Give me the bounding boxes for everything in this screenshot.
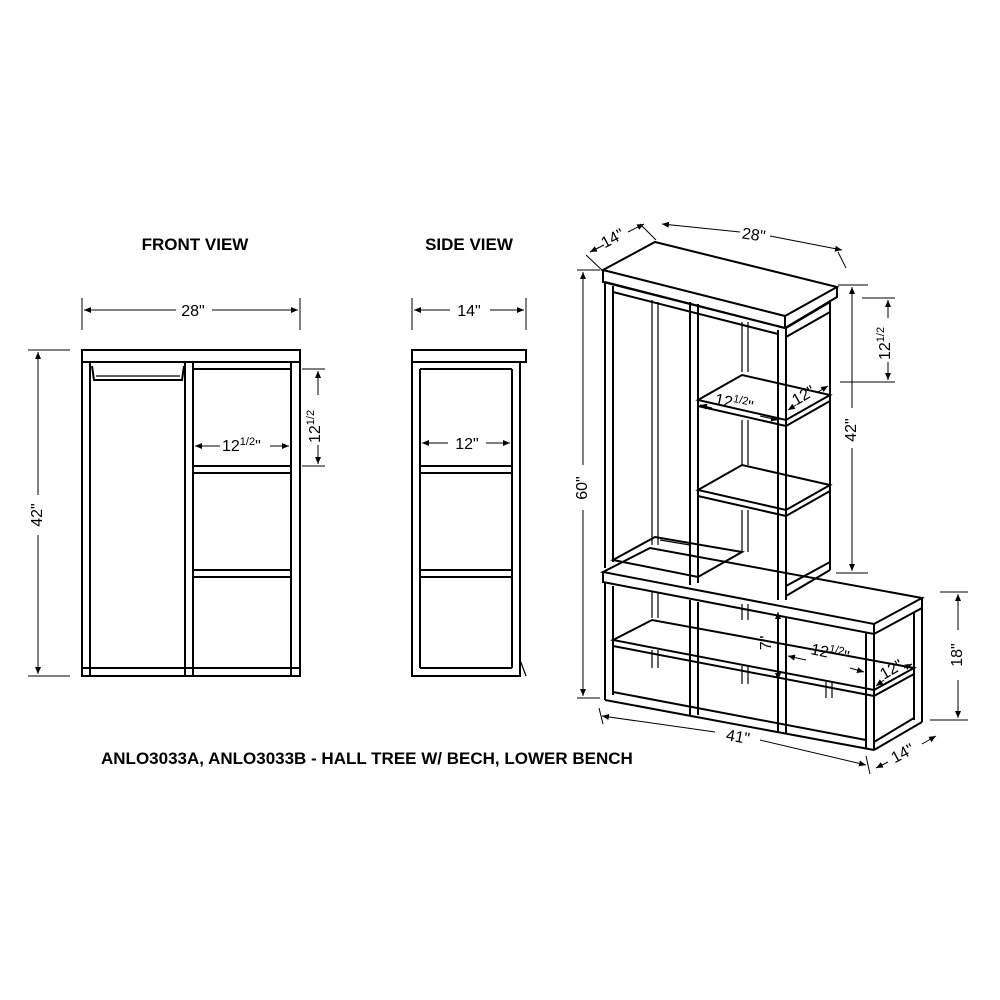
front-height-label: 42": [29, 503, 46, 526]
iso-bench-height-dimension: 18": [930, 591, 968, 721]
side-width-label: 14": [457, 303, 480, 320]
iso-upper-height-label: 42": [843, 418, 860, 441]
front-shelf-width-label: 121/2": [222, 436, 261, 455]
iso-top-width-dimension: 28": [661, 221, 847, 269]
hanging-rail: [91, 365, 185, 381]
iso-bench-width-dimension: 41": [598, 707, 871, 775]
iso-bench-width-label: 41": [725, 727, 751, 748]
iso-total-height-dimension: 60": [574, 269, 600, 699]
iso-upper-shelf-height-label: 121/2: [875, 327, 894, 360]
iso-top-width-label: 28": [741, 225, 767, 245]
iso-upper-shelf-width-label: 121/2": [713, 389, 755, 416]
iso-top-depth-label: 14": [599, 226, 628, 252]
front-shelf-height-label: 121/2: [305, 410, 324, 443]
front-shelf-height-dimension: 121/2: [302, 368, 325, 467]
side-inner-depth-dimension: 12": [422, 436, 510, 453]
side-view-title: SIDE VIEW: [425, 235, 514, 254]
iso-bench-height-label: 18": [949, 643, 966, 666]
front-width-label: 28": [181, 303, 204, 320]
iso-upper-shelf-width-dimension: 121/2": [699, 389, 779, 422]
iso-lower-gap-dimension: 7": [758, 612, 781, 680]
front-height-dimension: 42": [28, 349, 70, 677]
isometric-view: 14" 28" 60": [574, 221, 968, 775]
iso-bench: [599, 546, 925, 751]
iso-lower-shelf-depth-label: 12": [877, 657, 906, 683]
front-view-title: FRONT VIEW: [142, 235, 250, 254]
iso-bench-depth-label: 14": [889, 741, 918, 767]
iso-lower-shelf-width-dimension: 121/2": [787, 639, 865, 673]
iso-upper-shelf-height-dimension: 121/2: [840, 297, 895, 383]
front-cabinet: [81, 349, 301, 677]
side-cabinet: [411, 349, 527, 677]
iso-lower-shelf-width-label: 121/2": [809, 639, 851, 666]
front-width-dimension: 28": [81, 298, 301, 330]
iso-total-height-label: 60": [574, 476, 591, 499]
side-width-dimension: 14": [411, 298, 527, 330]
front-view: FRONT VIEW 28" 42": [28, 235, 325, 677]
side-view: SIDE VIEW 14" 12": [411, 235, 527, 677]
iso-upper-height-dimension: 42": [836, 284, 868, 574]
iso-lower-gap-label: 7": [758, 636, 775, 651]
iso-upper-tower: [600, 240, 840, 600]
iso-bench-depth-dimension: 14": [875, 735, 937, 769]
diagram-caption: ANLO3033A, ANLO3033B - HALL TREE W/ BECH…: [101, 749, 633, 768]
side-inner-depth-label: 12": [455, 436, 478, 453]
front-shelf-width-dimension: 121/2": [195, 436, 289, 455]
